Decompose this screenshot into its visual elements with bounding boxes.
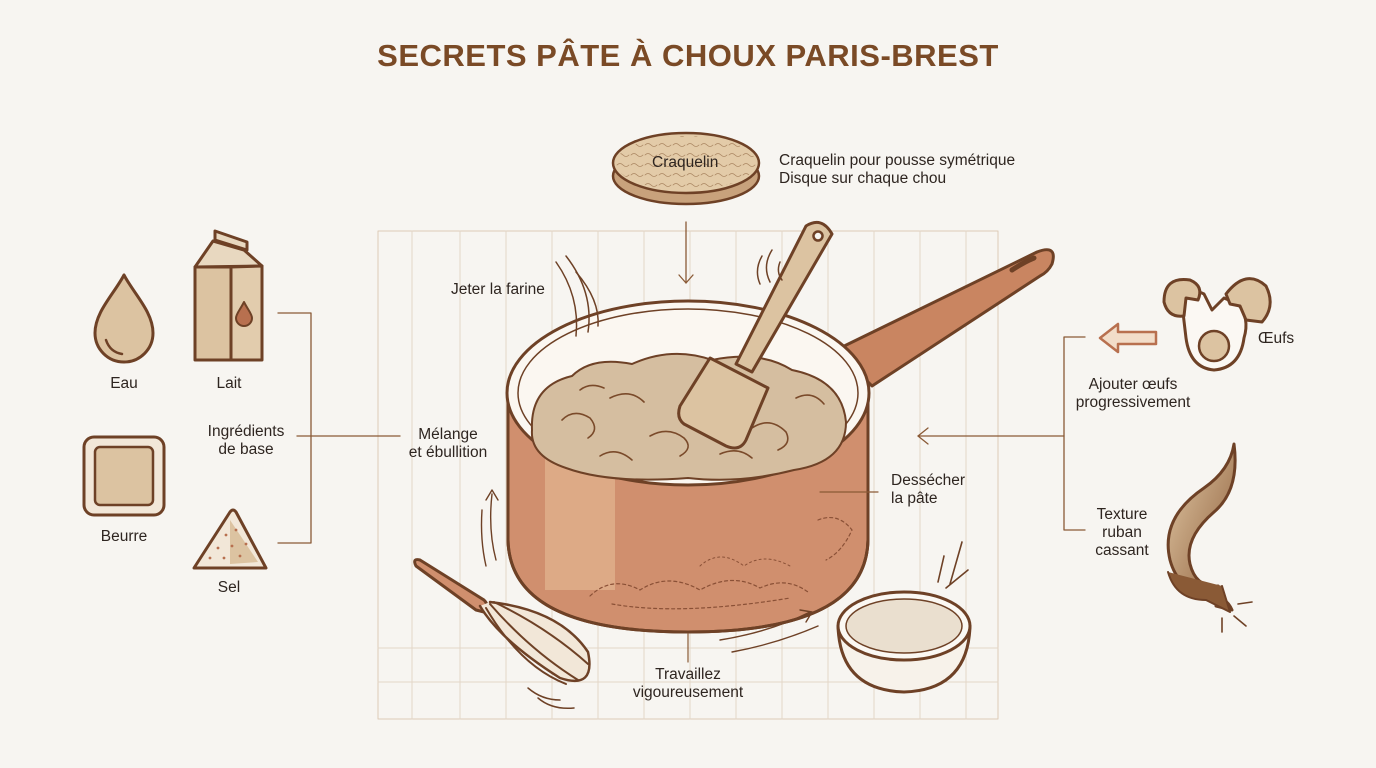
step-work-line1: Travaillez — [655, 666, 721, 683]
eggs-arrow — [1098, 322, 1158, 354]
step-mix-label: Mélange et ébullition — [398, 426, 498, 462]
ribbon-icon — [1166, 442, 1253, 633]
step-work-line2: vigoureusement — [632, 684, 744, 701]
eggs-label: Œufs — [1258, 330, 1295, 347]
butter-label: Beurre — [100, 528, 148, 545]
ingredients-group-line2: de base — [218, 441, 274, 458]
spatula-icon — [677, 220, 834, 450]
ingredients-bracket — [277, 312, 401, 544]
texture-line1: Texture — [1096, 506, 1148, 523]
texture-line2: ruban — [1102, 524, 1142, 541]
ingredients-group-line1: Ingrédients — [207, 423, 285, 440]
step-mix-line1: Mélange — [418, 426, 478, 443]
cracked-egg-icon — [1162, 277, 1272, 372]
step-dry-label: Dessécher la pâte — [891, 472, 965, 508]
eggs-add-line2: progressivement — [1075, 394, 1191, 411]
ingredients-group-label: Ingrédients de base — [196, 423, 296, 459]
step-dry-line1: Dessécher — [891, 472, 966, 489]
water-drop-icon — [93, 273, 155, 364]
eggs-add-line1: Ajouter œufs — [1088, 376, 1178, 393]
saucepan-handle — [834, 248, 1055, 388]
motion-lines — [555, 249, 783, 337]
page-title: SECRETS PÂTE À CHOUX PARIS-BREST — [377, 38, 999, 73]
butter-icon — [82, 435, 166, 517]
work-arrow — [687, 609, 819, 663]
bowl-icon — [836, 541, 972, 694]
milk-label: Lait — [216, 375, 242, 392]
step-flour-label: Jeter la farine — [451, 281, 545, 298]
craquelin-arrow — [678, 221, 694, 284]
salt-icon — [192, 508, 268, 570]
milk-carton-icon — [193, 229, 264, 362]
saucepan-icon — [505, 299, 871, 634]
whisk-icon — [413, 558, 591, 710]
step-mix-line2: et ébullition — [408, 444, 488, 461]
step-dry-line2: la pâte — [891, 490, 938, 507]
texture-label: Texture ruban cassant — [1086, 506, 1158, 560]
craquelin-note-line1: Craquelin pour pousse symétrique — [779, 152, 1016, 169]
craquelin-disc-label: Craquelin — [652, 154, 719, 171]
craquelin-note: Craquelin pour pousse symétrique Disque … — [779, 152, 1015, 188]
craquelin-disc-icon — [611, 131, 761, 206]
craquelin-note-line2: Disque sur chaque chou — [779, 170, 947, 187]
water-label: Eau — [110, 375, 138, 392]
eggs-bracket — [917, 336, 1086, 531]
step-work-label: Travaillez vigoureusement — [628, 666, 748, 702]
texture-line3: cassant — [1095, 542, 1149, 559]
eggs-add-label: Ajouter œufs progressivement — [1068, 376, 1198, 412]
salt-label: Sel — [217, 579, 241, 596]
mix-arrows — [480, 489, 499, 567]
